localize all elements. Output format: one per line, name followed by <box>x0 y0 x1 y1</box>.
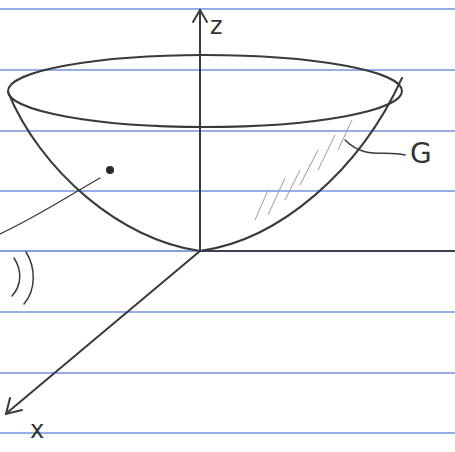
z-arrowhead <box>193 10 207 22</box>
shading <box>255 120 352 220</box>
bracket <box>24 252 33 304</box>
surface-label: G <box>410 140 432 168</box>
bracket <box>12 258 20 296</box>
leader-line <box>0 178 100 234</box>
bowl-side <box>8 78 402 251</box>
ruled-lines <box>0 9 455 433</box>
axis-label: x <box>30 418 44 442</box>
x-arrowhead <box>6 398 22 414</box>
point-dot <box>106 166 114 174</box>
leader-line <box>345 140 405 155</box>
ruled-line <box>0 250 200 251</box>
bowl-rim <box>8 55 402 127</box>
ruled-line-dark <box>200 250 455 252</box>
x-axis <box>8 251 200 412</box>
axis-label: z <box>210 14 223 38</box>
z-axis <box>199 12 201 251</box>
